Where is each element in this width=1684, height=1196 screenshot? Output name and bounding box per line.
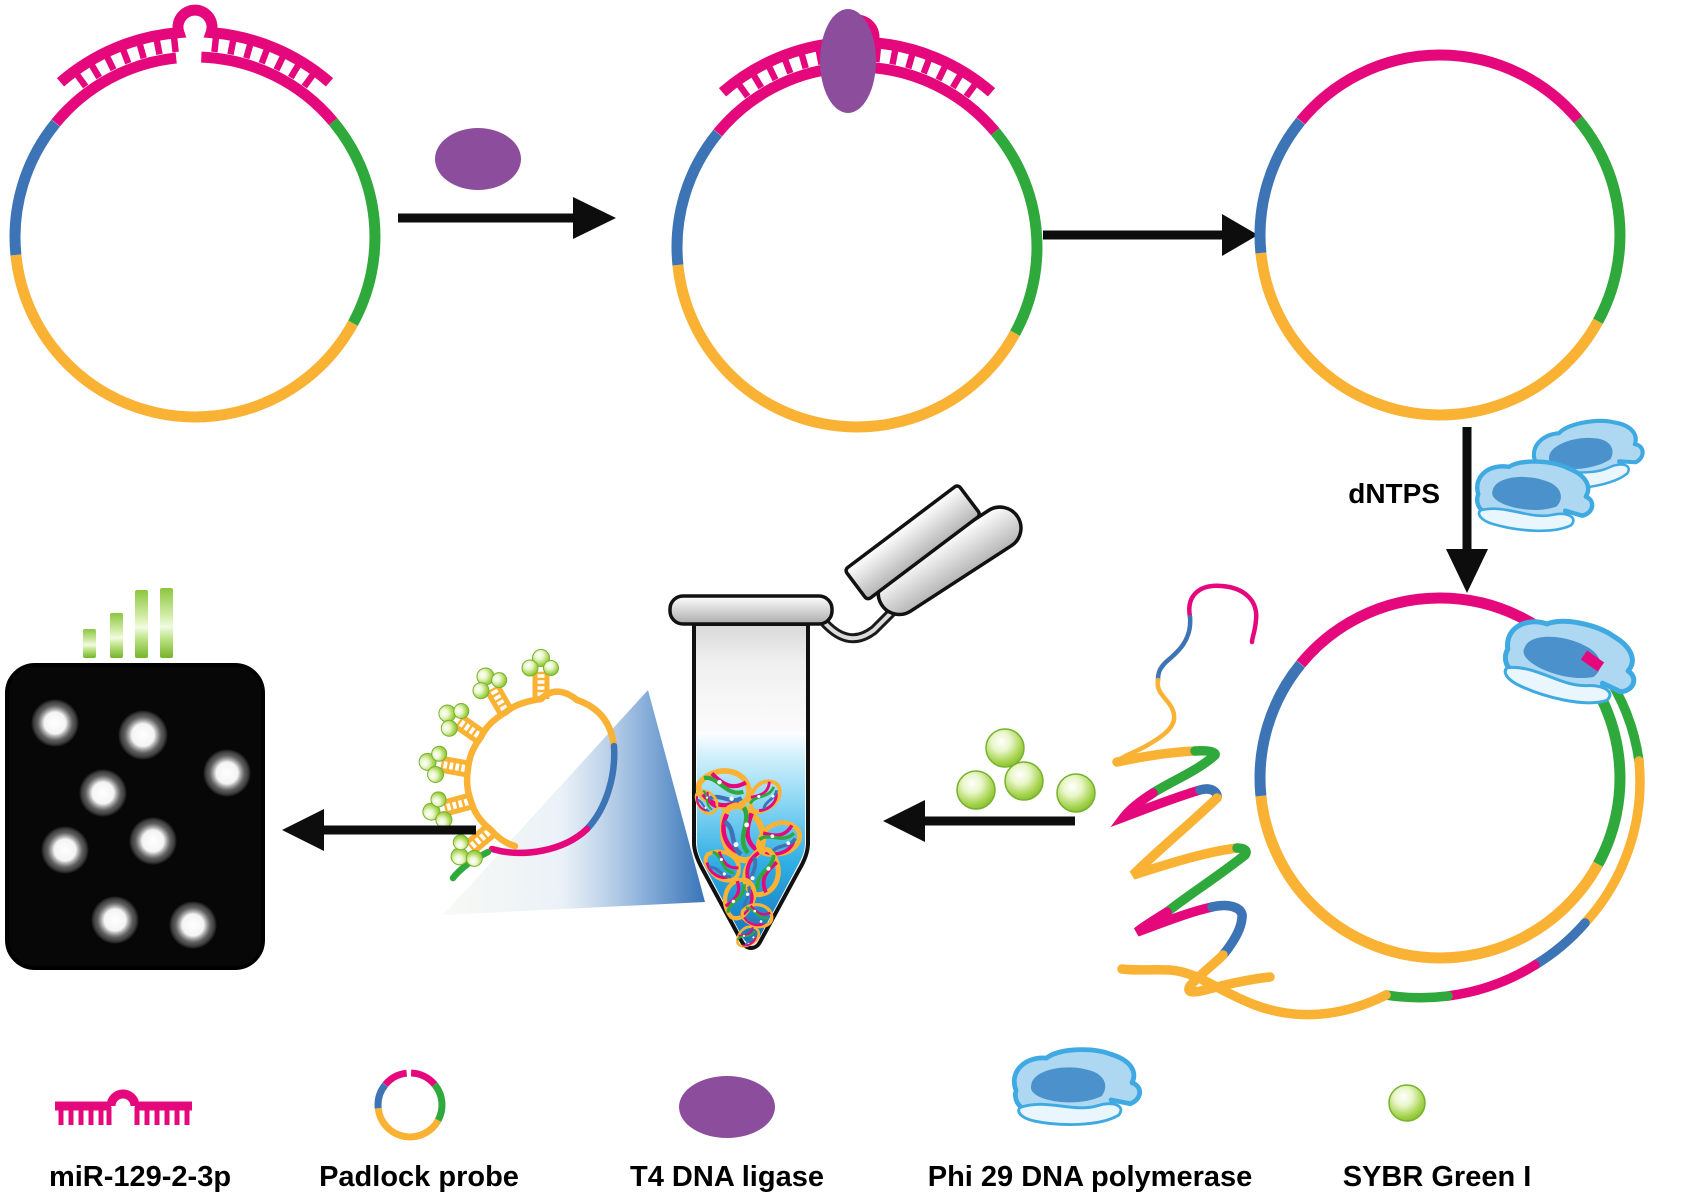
arrow-step-4 [282, 809, 476, 851]
gel-spot [118, 710, 168, 760]
legend-item-phi29: Phi 29 DNA polymerase [928, 1050, 1253, 1193]
tube-rim [668, 594, 834, 626]
signal-bar-3 [135, 590, 148, 658]
fluorescent-spots [31, 699, 251, 949]
padlock-probe-circle-1 [15, 57, 375, 417]
arrow-step-3 [883, 800, 1075, 842]
legend-label-sybr: SYBR Green I [1343, 1161, 1532, 1193]
rca-amplification [1110, 583, 1645, 1020]
gel-spot [169, 901, 217, 949]
t4-ligase-free-icon [435, 128, 521, 190]
tube-cap-open [844, 484, 1023, 617]
legend-label-mirna: miR-129-2-3p [49, 1161, 231, 1193]
padlock-probe-circle-2 [677, 67, 1037, 427]
hairpin-stem [430, 694, 491, 752]
gel-spot [129, 817, 177, 865]
signal-bar-2 [110, 613, 123, 658]
light-cone [443, 690, 705, 915]
legend-label-ligase: T4 DNA ligase [630, 1161, 824, 1193]
signal-bar-4 [160, 588, 173, 658]
legend-label-phi29: Phi 29 DNA polymerase [928, 1161, 1253, 1193]
sybr-green-spheres [956, 728, 1096, 813]
blue-enzyme-icon [1014, 1050, 1139, 1125]
legend-item-ligase: T4 DNA ligase [630, 1076, 824, 1193]
signal-bar-1 [83, 629, 96, 658]
gel-spot [203, 749, 251, 797]
template-strand-in-polymerase [1580, 650, 1605, 672]
dntps-label: dNTPS [1348, 478, 1440, 509]
legend: miR-129-2-3p Padlock probe T4 DNA ligase… [49, 1050, 1531, 1193]
step2-ligation-complex [677, 9, 1037, 427]
mirna-comb-icon [55, 1089, 192, 1125]
legend-item-padlock: Padlock probe [319, 1069, 519, 1193]
hairpin-stem [416, 743, 471, 788]
sybr-sphere [1056, 773, 1096, 813]
gel-spot [79, 769, 127, 817]
sybr-sphere [1004, 761, 1044, 801]
purple-ellipse-icon [679, 1076, 775, 1138]
fluorescence-readout [5, 588, 265, 970]
magnified-rcp-product [416, 650, 618, 882]
signal-bars [83, 588, 173, 658]
arrow-step-1 [398, 197, 616, 239]
sybr-sphere [985, 728, 1025, 768]
concatemer-zigzag [1110, 583, 1275, 997]
t4-ligase-on-nick-icon [820, 9, 876, 113]
dntps-step: dNTPS [1348, 415, 1646, 593]
legend-label-padlock: Padlock probe [319, 1161, 519, 1193]
mirna-strand-hybridized-1 [61, 10, 330, 86]
legend-item-mirna: miR-129-2-3p [49, 1089, 231, 1193]
nicked-circle-icon [374, 1069, 446, 1141]
sealed-padlock-circle [1260, 55, 1620, 415]
green-sphere-icon [1388, 1084, 1426, 1122]
gel-spot [91, 896, 139, 944]
nascent-strand-spiral [1117, 666, 1645, 1020]
step1-padlock-mirna-complex [15, 10, 375, 417]
gel-spot [41, 826, 89, 874]
microcentrifuge-tube [668, 484, 1023, 951]
sybr-sphere [956, 770, 996, 810]
arrow-step-2 [1043, 214, 1258, 256]
legend-item-sybr: SYBR Green I [1343, 1084, 1532, 1193]
hairpin-stem [465, 660, 521, 721]
gel-spot [31, 699, 79, 747]
